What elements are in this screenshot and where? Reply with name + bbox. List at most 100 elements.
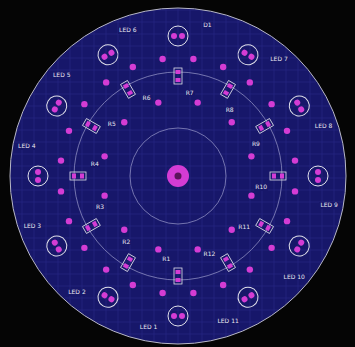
via: [101, 153, 107, 159]
ring-line: [74, 72, 282, 280]
led-outline: [234, 284, 261, 311]
pad: [297, 105, 305, 113]
pad: [240, 295, 248, 303]
pad: [223, 256, 229, 262]
pad: [258, 125, 264, 131]
resistor-outline: [221, 254, 236, 272]
pad: [280, 174, 284, 179]
via: [101, 192, 107, 198]
pad: [171, 33, 177, 39]
via: [194, 246, 200, 252]
grid-line: [22, 0, 23, 347]
led-symbol: [234, 284, 261, 311]
resistor-symbol: [121, 254, 136, 272]
led-symbol: [286, 232, 313, 259]
resistor-symbol: [82, 119, 100, 134]
led-outline: [308, 166, 328, 186]
pad: [176, 78, 181, 82]
resistor-outline: [82, 119, 100, 134]
pad: [80, 174, 84, 179]
grid-line: [0, 10, 355, 11]
pad: [247, 291, 255, 299]
grid-line: [0, 346, 355, 347]
grid-line: [0, 238, 355, 239]
pad: [107, 49, 115, 57]
led-symbol: [286, 92, 313, 119]
led-label: LED 5: [52, 72, 71, 79]
resistor-outline: [221, 80, 236, 98]
via: [130, 64, 136, 70]
led-label: LED 8: [314, 123, 333, 130]
grid-line: [94, 0, 95, 347]
via: [58, 157, 64, 163]
led-symbol: [94, 284, 121, 311]
resistor-label: R12: [203, 251, 217, 258]
resistor-outline: [256, 119, 274, 134]
resistor-label: R3: [95, 204, 105, 211]
resistor-outline: [82, 219, 100, 234]
pad: [55, 98, 63, 106]
via: [220, 64, 226, 70]
via: [284, 128, 290, 134]
resistor-label: R5: [107, 121, 117, 128]
via: [159, 290, 165, 296]
grid-line: [0, 310, 355, 311]
pad: [176, 70, 181, 74]
grid-line: [0, 154, 355, 155]
grid-line: [0, 118, 355, 119]
led-outline: [286, 232, 313, 259]
pad: [85, 121, 91, 127]
led-label: LED 10: [283, 274, 306, 281]
pad: [127, 256, 133, 262]
resistor-label: R9: [251, 141, 261, 148]
pad: [72, 174, 76, 179]
led-symbol: [168, 306, 188, 326]
via: [190, 290, 196, 296]
led-label: LED 2: [67, 289, 86, 296]
grid-line: [0, 226, 355, 227]
grid-line: [142, 0, 143, 347]
grid-line: [0, 106, 355, 107]
components: [28, 26, 328, 326]
via: [229, 227, 235, 233]
grid-line: [46, 0, 47, 347]
via: [190, 56, 196, 62]
resistor-outline: [70, 172, 86, 180]
resistor-label: R8: [225, 107, 235, 114]
pad: [247, 53, 255, 61]
resistor-outline: [174, 268, 182, 284]
pad: [123, 263, 129, 269]
pad: [315, 177, 321, 183]
via: [194, 99, 200, 105]
led-outline: [234, 41, 261, 68]
resistor-label: R4: [90, 161, 100, 168]
via: [292, 188, 298, 194]
grid-line: [310, 0, 311, 347]
grid-line: [0, 286, 355, 287]
resistor-outline: [270, 172, 286, 180]
via: [58, 188, 64, 194]
pad: [265, 121, 271, 127]
led-outline: [168, 306, 188, 326]
led-label: LED 1: [139, 324, 158, 331]
grid-line: [0, 58, 355, 59]
grid-line: [0, 34, 355, 35]
via: [121, 119, 127, 125]
led-label: LED 7: [269, 56, 288, 63]
via: [268, 245, 274, 251]
pad: [100, 53, 108, 61]
grid-line: [34, 0, 35, 347]
pad: [92, 125, 98, 131]
via: [66, 128, 72, 134]
resistor-symbol: [70, 172, 86, 180]
grid-line: [154, 0, 155, 347]
pad: [123, 83, 129, 89]
grid-line: [322, 0, 323, 347]
pad: [227, 83, 233, 89]
resistor-label: R6: [142, 95, 152, 102]
grid-line: [0, 334, 355, 335]
led-symbol: [308, 166, 328, 186]
grid-line: [0, 298, 355, 299]
